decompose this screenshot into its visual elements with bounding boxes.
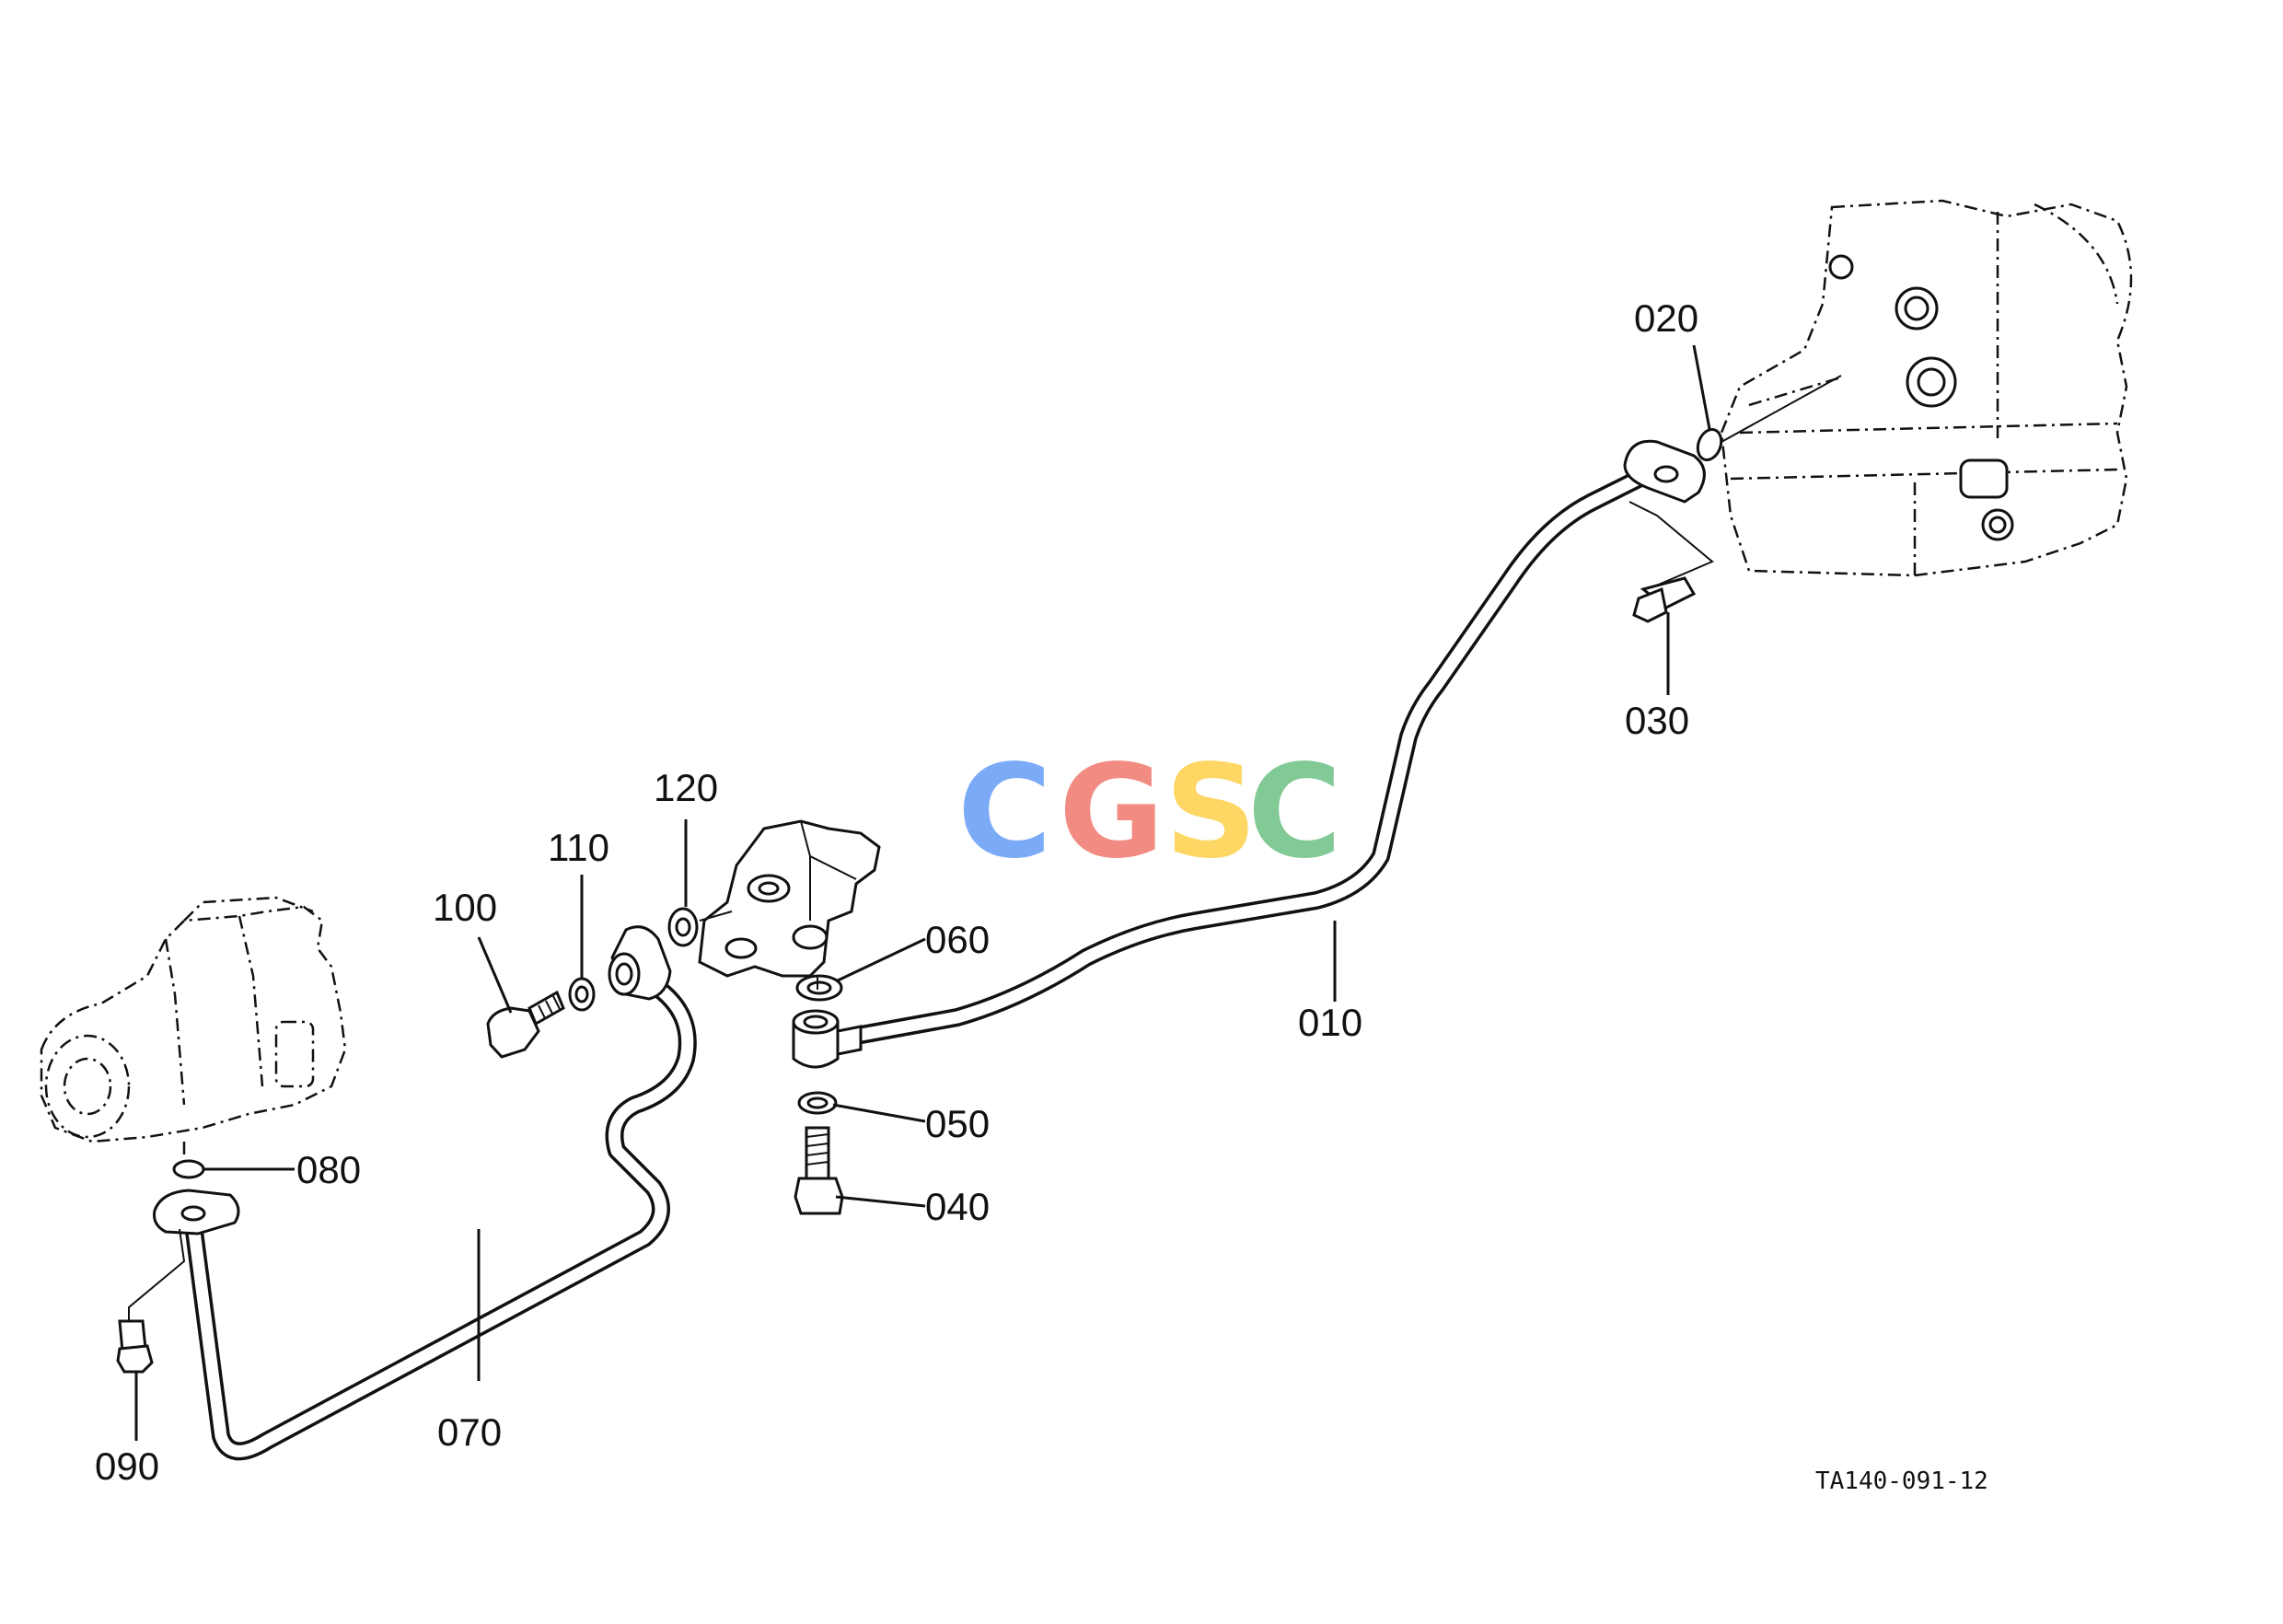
flange-010 — [1623, 439, 1706, 504]
callout-060: 060 — [925, 918, 990, 961]
callout-090: 090 — [95, 1444, 159, 1488]
callout-050: 050 — [925, 1102, 990, 1145]
banjo-fitting-010 — [792, 1009, 863, 1069]
banjo-bolt-100 — [486, 990, 565, 1059]
bolt-030 — [1628, 501, 1714, 695]
callout-110: 110 — [548, 826, 609, 869]
callout-040: 040 — [925, 1185, 990, 1228]
bolt-090 — [116, 1228, 186, 1441]
hydraulic-pump — [40, 896, 347, 1169]
flange-070 — [153, 1189, 240, 1235]
callout-080: 080 — [296, 1148, 361, 1191]
callout-100: 100 — [433, 886, 497, 929]
callout-070: 070 — [437, 1410, 502, 1454]
o-ring-080 — [172, 1159, 205, 1179]
leader-lines — [204, 344, 1711, 1381]
callout-010: 010 — [1298, 1001, 1362, 1044]
banjo-bolt-040 — [794, 1126, 844, 1215]
watermark-logo: C G S C — [957, 737, 1342, 887]
washer-120 — [667, 907, 733, 947]
watermark-letter: S — [1165, 737, 1257, 887]
watermark-letter: C — [957, 737, 1052, 887]
callout-020: 020 — [1634, 296, 1698, 340]
washer-050 — [797, 1091, 838, 1115]
callout-120: 120 — [654, 766, 718, 809]
callout-030: 030 — [1625, 699, 1689, 742]
watermark-letter: G — [1059, 737, 1165, 887]
washer-060 — [795, 974, 843, 1002]
pipe-010 — [847, 460, 1666, 1045]
washer-110 — [568, 977, 596, 1012]
pipe-070 — [184, 976, 697, 1461]
banjo-fitting-070 — [608, 925, 672, 1001]
o-ring-020 — [1696, 428, 1723, 461]
drawing-code: TA140-091-12 — [1815, 1467, 1988, 1495]
watermark-letter: C — [1247, 737, 1342, 887]
valve-block — [698, 819, 881, 990]
hydraulic-housing — [1720, 199, 2133, 577]
